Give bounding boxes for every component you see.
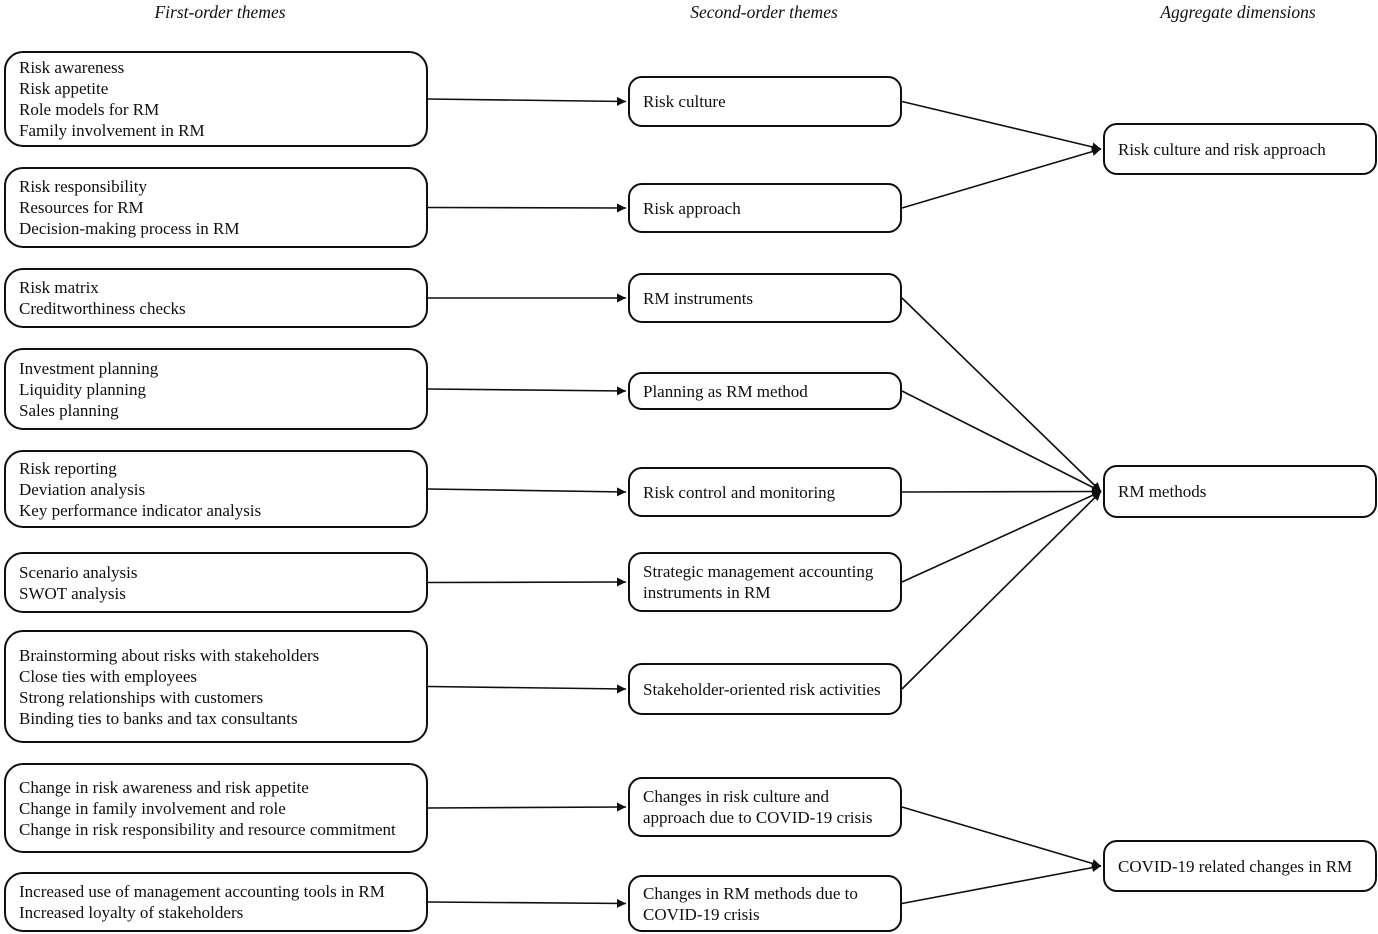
first-order-box-risk-approach-items: Risk responsibility Resources for RM Dec… xyxy=(4,167,428,248)
first-order-box-risk-culture-items: Risk awareness Risk appetite Role models… xyxy=(4,51,428,147)
second-order-box-risk-control: Risk control and monitoring xyxy=(628,467,902,517)
theme-line: Risk awareness xyxy=(19,58,125,77)
theme-label: Planning as RM method xyxy=(643,381,808,401)
first-order-box-covid-culture-items: Change in risk awareness and risk appeti… xyxy=(4,763,428,853)
theme-line: Brainstorming about risks with stakehold… xyxy=(19,645,320,665)
second-order-box-stakeholder-oriented: Stakeholder-oriented risk activities xyxy=(628,663,902,715)
second-order-box-covid-culture-changes: Changes in risk culture and approach due… xyxy=(628,777,902,837)
theme-line: Investment planning xyxy=(19,358,159,378)
connector-arrow xyxy=(427,577,627,587)
aggregate-box-rm-methods: RM methods xyxy=(1103,465,1377,518)
theme-line: Risk appetite xyxy=(19,79,109,98)
theme-label: Risk control and monitoring xyxy=(643,482,836,502)
theme-label: Risk culture xyxy=(643,92,726,111)
theme-line: Deviation analysis xyxy=(19,479,146,499)
second-order-box-planning: Planning as RM method xyxy=(628,372,902,410)
column-header-aggregate: Aggregate dimensions xyxy=(1160,2,1316,22)
second-order-box-risk-culture: Risk culture xyxy=(628,76,902,127)
theme-line: Risk responsibility xyxy=(19,177,147,196)
theme-line: Risk reporting xyxy=(19,458,117,478)
theme-label: RM instruments xyxy=(643,288,754,308)
connector-arrow xyxy=(427,203,627,213)
theme-line: Role models for RM xyxy=(19,100,160,119)
first-order-box-sma-items: Scenario analysis SWOT analysis xyxy=(4,552,428,613)
aggregate-box-covid-changes: COVID-19 related changes in RM xyxy=(1103,840,1377,892)
connector-arrow xyxy=(427,684,627,694)
second-order-box-sma-instruments: Strategic management accounting instrume… xyxy=(628,552,902,612)
dimension-label: Risk culture and risk approach xyxy=(1118,139,1326,159)
theme-label: Stakeholder-oriented risk activities xyxy=(643,679,881,699)
theme-line: Resources for RM xyxy=(19,198,144,217)
connector-arrow xyxy=(901,487,1102,497)
theme-line: Creditworthiness checks xyxy=(19,299,186,318)
connector-arrow xyxy=(901,147,1102,209)
second-order-box-covid-method-changes: Changes in RM methods due to COVID-19 cr… xyxy=(628,875,902,932)
column-header-second-order: Second-order themes xyxy=(690,2,838,22)
column-header-first-order: First-order themes xyxy=(154,2,286,22)
connector-arrow xyxy=(901,806,1102,868)
theme-line: Key performance indicator analysis xyxy=(19,500,262,520)
theme-line: Binding ties to banks and tax consultant… xyxy=(19,708,298,728)
connector-arrow xyxy=(901,100,1102,152)
connector-arrow xyxy=(427,96,627,106)
theme-label: Strategic management accounting instrume… xyxy=(643,562,874,602)
second-order-box-rm-instruments: RM instruments xyxy=(628,273,902,323)
connector-arrow xyxy=(901,390,1102,493)
theme-label: Risk approach xyxy=(643,198,741,218)
theme-line: Change in risk awareness and risk appeti… xyxy=(19,777,309,797)
connector-arrow xyxy=(427,386,627,396)
theme-line: Risk matrix xyxy=(19,278,99,297)
theme-line: SWOT analysis xyxy=(19,583,126,603)
theme-line: Close ties with employees xyxy=(19,666,198,686)
second-order-box-risk-approach: Risk approach xyxy=(628,183,902,233)
connector-arrow xyxy=(427,487,627,497)
first-order-box-planning-items: Investment planning Liquidity planning S… xyxy=(4,348,428,430)
theme-line: Family involvement in RM xyxy=(19,121,205,140)
connector-arrow xyxy=(901,490,1102,690)
connector-arrow xyxy=(427,802,627,812)
theme-line: Scenario analysis xyxy=(19,562,138,582)
theme-label: Changes in risk culture and approach due… xyxy=(643,787,873,827)
theme-line: Increased loyalty of stakeholders xyxy=(19,903,244,922)
first-order-box-risk-control-items: Risk reporting Deviation analysis Key pe… xyxy=(4,450,428,528)
theme-line: Liquidity planning xyxy=(19,379,147,399)
dimension-label: RM methods xyxy=(1118,482,1207,501)
connector-arrow xyxy=(901,490,1102,583)
theme-line: Sales planning xyxy=(19,400,119,420)
connector-arrow xyxy=(901,863,1102,905)
theme-line: Decision-making process in RM xyxy=(19,219,240,238)
theme-label: Changes in RM methods due to COVID-19 cr… xyxy=(643,883,858,924)
theme-line: Change in family involvement and role xyxy=(19,798,286,818)
first-order-box-rm-instruments-items: Risk matrix Creditworthiness checks xyxy=(4,268,428,328)
theme-line: Increased use of management accounting t… xyxy=(19,882,385,901)
connector-arrow xyxy=(901,297,1102,493)
theme-line: Strong relationships with customers xyxy=(19,687,264,707)
theme-line: Change in risk responsibility and resour… xyxy=(19,819,396,839)
dimension-label: COVID-19 related changes in RM xyxy=(1118,856,1353,876)
first-order-box-stakeholder-items: Brainstorming about risks with stakehold… xyxy=(4,630,428,743)
first-order-box-covid-methods-items: Increased use of management accounting t… xyxy=(4,872,428,932)
aggregate-box-risk-culture-approach: Risk culture and risk approach xyxy=(1103,123,1377,175)
connector-arrow xyxy=(427,898,627,908)
